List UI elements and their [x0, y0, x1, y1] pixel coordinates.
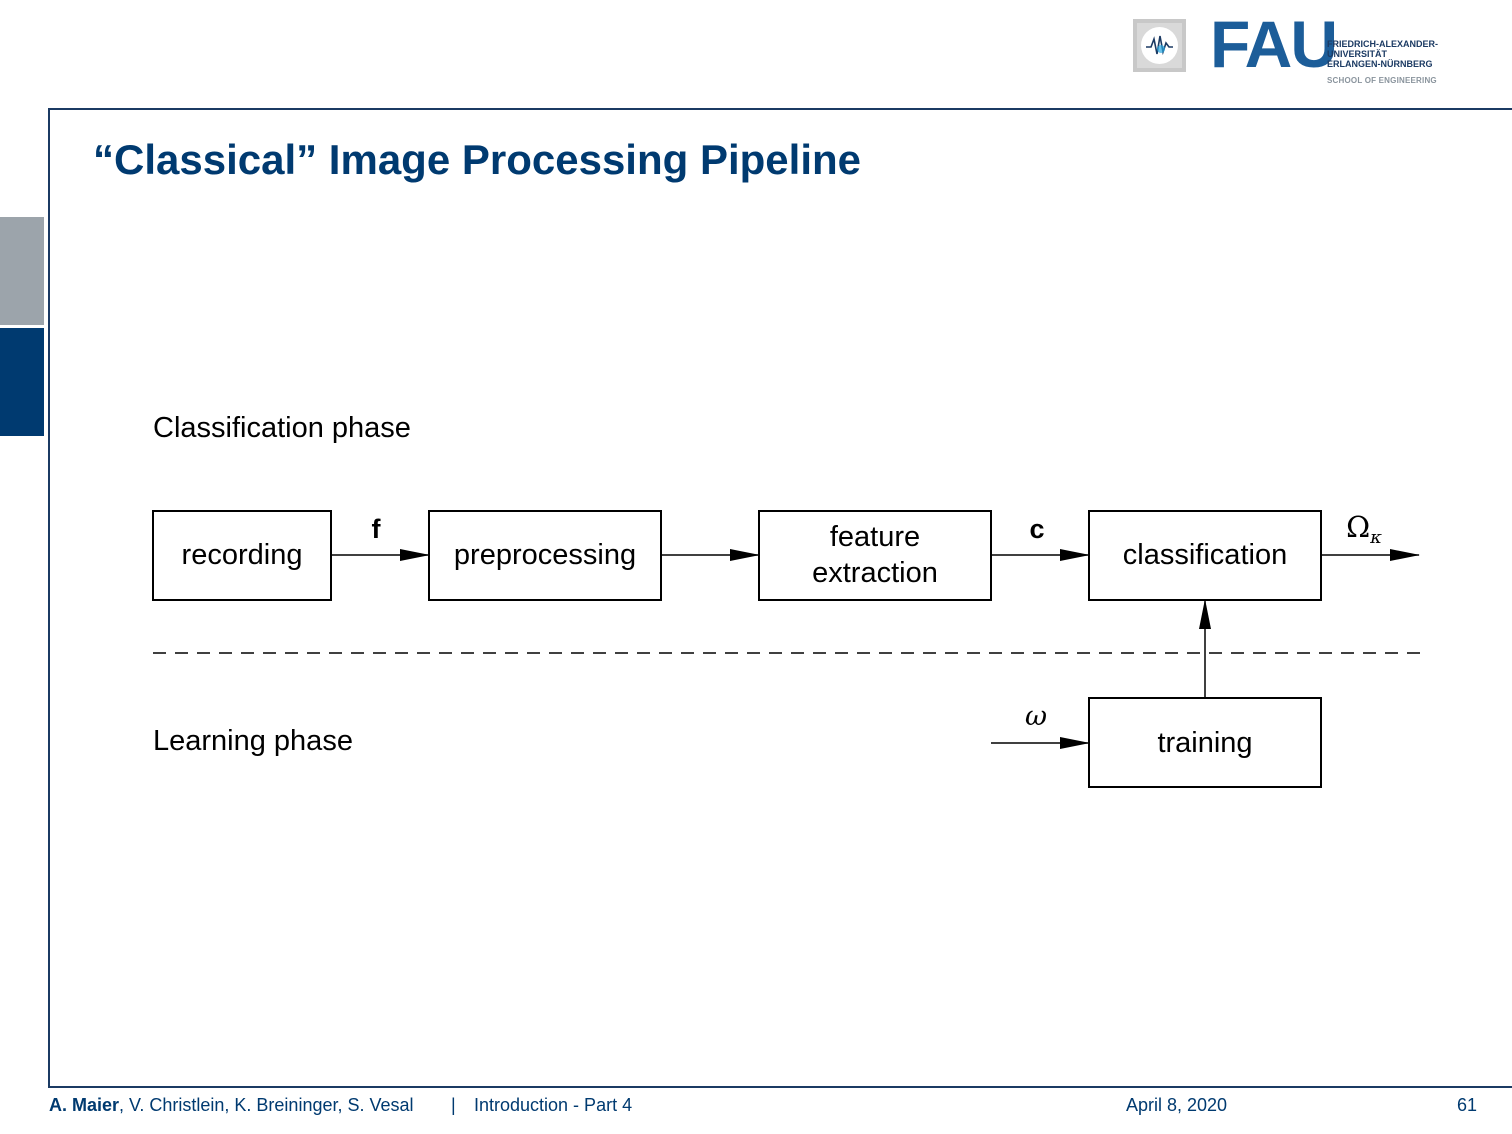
recording-label: recording	[182, 539, 303, 571]
signal-wave-icon	[1141, 27, 1178, 64]
slide-frame	[48, 108, 1512, 1088]
school-name: SCHOOL OF ENGINEERING	[1327, 76, 1437, 85]
signal-omega-label: ω	[1025, 701, 1047, 732]
footer-separator: |	[451, 1095, 456, 1115]
logo-badge	[1133, 19, 1186, 72]
section-tab-active	[0, 328, 44, 436]
training-label: training	[1157, 727, 1252, 759]
signal-c-label: c	[1029, 514, 1044, 544]
fau-logo: FAU	[1210, 20, 1336, 68]
footer-date: April 8, 2020	[1126, 1095, 1228, 1115]
footer-other-authors: , V. Christlein, K. Breininger, S. Vesal	[119, 1095, 414, 1115]
classification-label: classification	[1123, 539, 1287, 571]
university-name: FRIEDRICH-ALEXANDER- UNIVERSITÄT ERLANGE…	[1327, 39, 1438, 69]
extraction-label: extraction	[812, 557, 938, 589]
signal-omega-kappa-label: Ωκ	[1346, 510, 1382, 548]
preprocessing-label: preprocessing	[454, 539, 636, 571]
footer-page-number: 61	[1457, 1095, 1478, 1115]
signal-f-label: f	[372, 514, 382, 544]
learning-phase-label: Learning phase	[153, 725, 353, 757]
footer-lecture: Introduction - Part 4	[474, 1095, 633, 1115]
slide-title: “Classical” Image Processing Pipeline	[93, 136, 861, 183]
feature-label: feature	[830, 521, 920, 553]
footer-lead-author: A. Maier	[49, 1095, 120, 1115]
classification-phase-label: Classification phase	[153, 412, 411, 444]
section-tab-inactive	[0, 217, 44, 325]
footer-authors: A. Maier, V. Christlein, K. Breininger, …	[49, 1095, 414, 1116]
